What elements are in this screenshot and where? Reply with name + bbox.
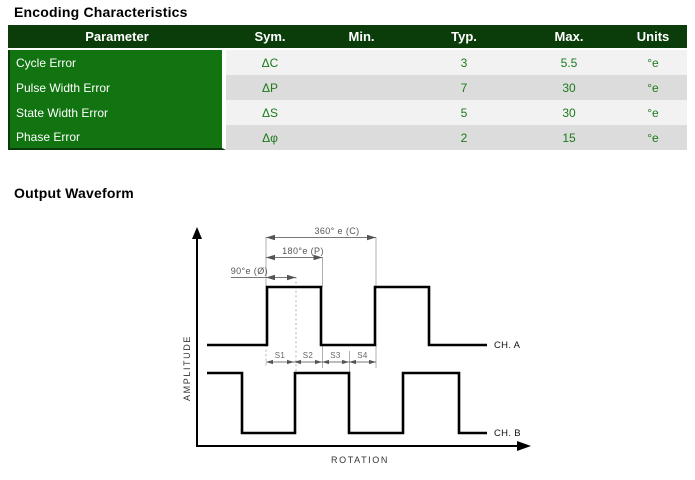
section-title-output-waveform: Output Waveform bbox=[14, 185, 134, 201]
cell-units: °e bbox=[619, 125, 687, 150]
table-row: State Width Error ΔS 5 30 °e bbox=[8, 100, 687, 125]
table-row: Cycle Error ΔC 3 5.5 °e bbox=[8, 50, 687, 75]
cell-min bbox=[314, 125, 409, 150]
rotation-axis bbox=[196, 441, 531, 451]
column-header-max: Max. bbox=[519, 25, 619, 48]
channel-b-waveform bbox=[207, 371, 487, 435]
table-row: Pulse Width Error ΔP 7 30 °e bbox=[8, 75, 687, 100]
amplitude-axis bbox=[192, 227, 202, 446]
column-header-sym: Sym. bbox=[226, 25, 314, 48]
column-header-units: Units bbox=[619, 25, 687, 48]
cell-max: 5.5 bbox=[519, 50, 619, 75]
cell-typ: 2 bbox=[409, 125, 519, 150]
cell-units: °e bbox=[619, 100, 687, 125]
table-row: Phase Error Δφ 2 15 °e bbox=[8, 125, 687, 150]
cell-typ: 7 bbox=[409, 75, 519, 100]
section-title-encoding-characteristics: Encoding Characteristics bbox=[14, 4, 188, 20]
cell-min bbox=[314, 75, 409, 100]
cell-units: °e bbox=[619, 75, 687, 100]
cell-min bbox=[314, 100, 409, 125]
column-header-parameter: Parameter bbox=[8, 25, 226, 48]
cell-sym: ΔS bbox=[226, 100, 314, 125]
cell-parameter: Phase Error bbox=[8, 125, 226, 150]
table-header-row: Parameter Sym. Min. Typ. Max. Units bbox=[8, 25, 687, 48]
dimension-cycle-360: 360° e (C) bbox=[266, 226, 376, 241]
cell-sym: Δφ bbox=[226, 125, 314, 150]
column-header-min: Min. bbox=[314, 25, 409, 48]
state-label-s1: S1 bbox=[275, 351, 286, 360]
cell-max: 15 bbox=[519, 125, 619, 150]
cell-typ: 5 bbox=[409, 100, 519, 125]
channel-a-label: CH. A bbox=[494, 340, 521, 351]
cell-parameter: Cycle Error bbox=[8, 50, 226, 75]
cell-max: 30 bbox=[519, 75, 619, 100]
column-header-typ: Typ. bbox=[409, 25, 519, 48]
cell-sym: ΔC bbox=[226, 50, 314, 75]
dimension-label-180: 180°e (P) bbox=[282, 246, 324, 256]
cell-max: 30 bbox=[519, 100, 619, 125]
cell-sym: ΔP bbox=[226, 75, 314, 100]
channel-b-label: CH. B bbox=[494, 428, 521, 439]
state-label-s4: S4 bbox=[357, 351, 368, 360]
encoding-characteristics-table: Parameter Sym. Min. Typ. Max. Units Cycl… bbox=[8, 25, 687, 150]
state-label-s2: S2 bbox=[303, 351, 314, 360]
state-label-s3: S3 bbox=[330, 351, 341, 360]
cell-min bbox=[314, 50, 409, 75]
cell-typ: 3 bbox=[409, 50, 519, 75]
dimension-states: S1 S2 S3 S4 bbox=[266, 351, 376, 365]
dimension-label-90: 90°e (Ø) bbox=[231, 266, 268, 276]
rotation-axis-label: ROTATION bbox=[331, 455, 389, 465]
output-waveform-diagram: 360° e (C) 180°e (P) 90°e (Ø) S1 S2 S3 S… bbox=[182, 226, 531, 465]
dimension-pulse-180: 180°e (P) bbox=[266, 246, 324, 261]
dimension-label-360: 360° e (C) bbox=[314, 226, 359, 236]
dimension-phase-90: 90°e (Ø) bbox=[231, 266, 296, 281]
cell-parameter: State Width Error bbox=[8, 100, 226, 125]
channel-a-waveform bbox=[207, 285, 487, 347]
cell-units: °e bbox=[619, 50, 687, 75]
cell-parameter: Pulse Width Error bbox=[8, 75, 226, 100]
amplitude-axis-label: AMPLITUDE bbox=[182, 335, 192, 401]
